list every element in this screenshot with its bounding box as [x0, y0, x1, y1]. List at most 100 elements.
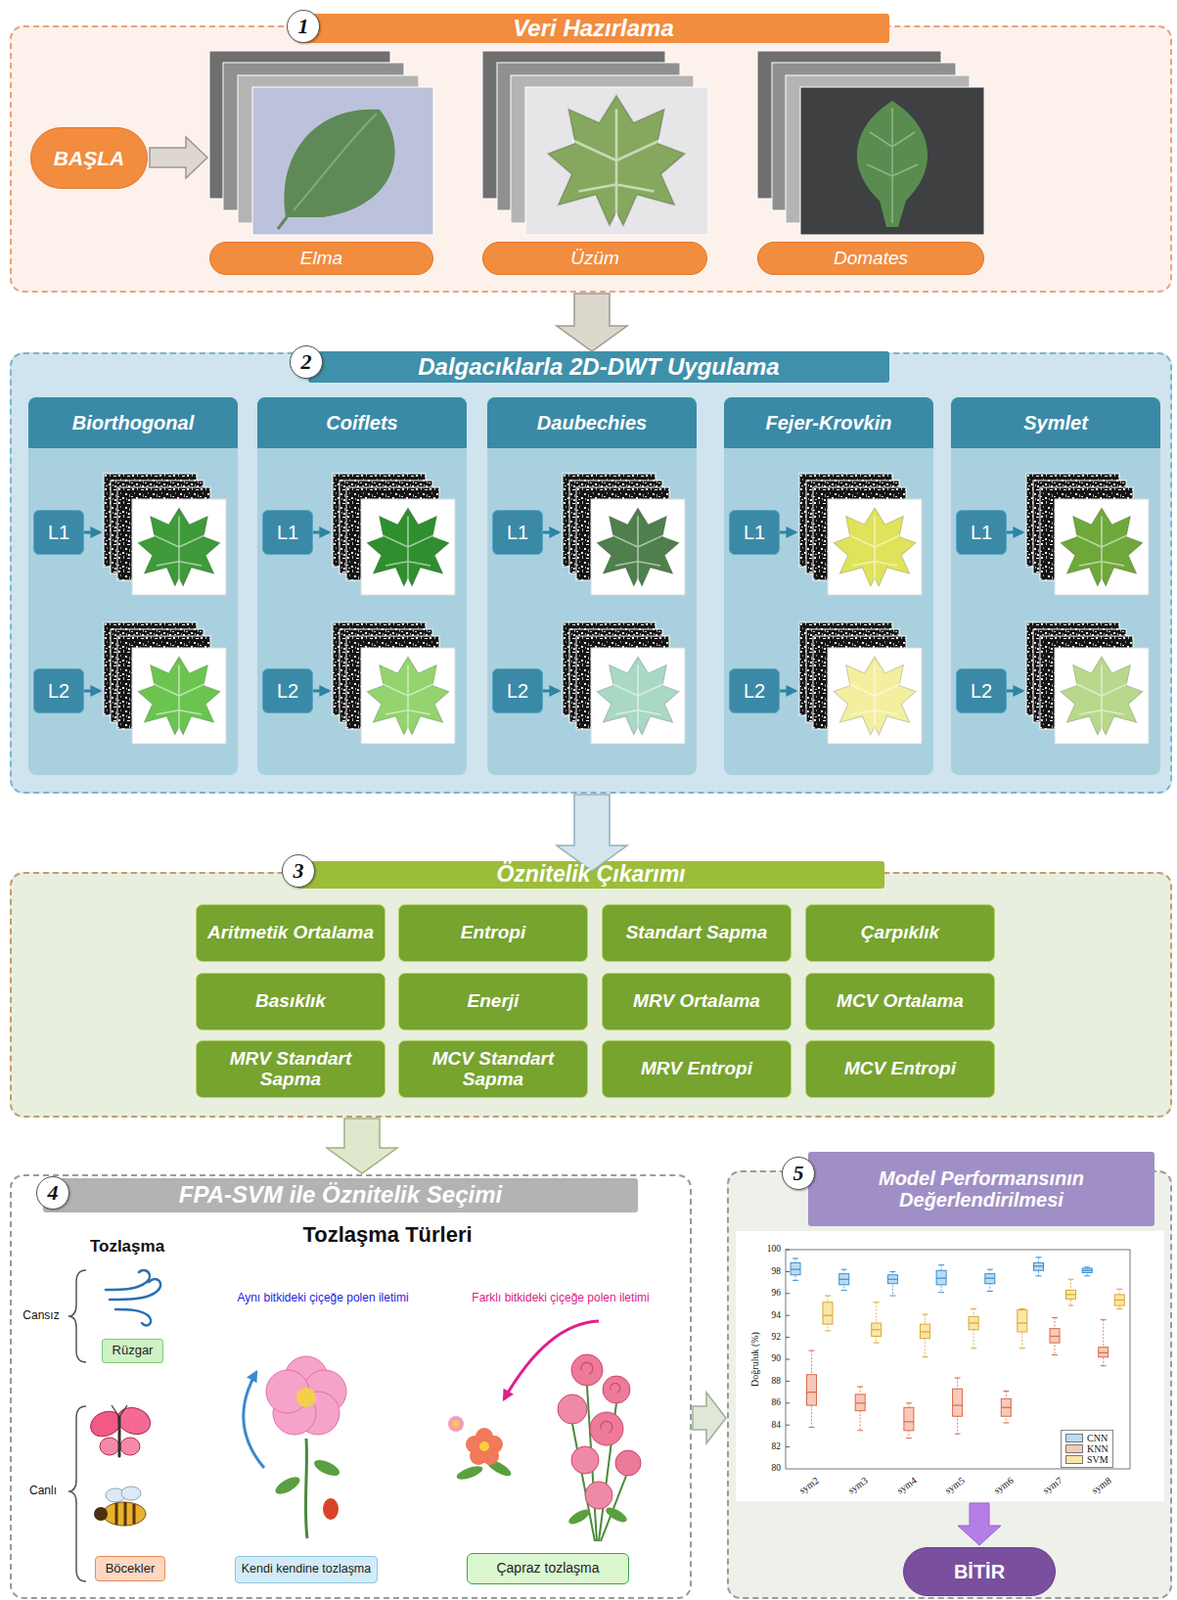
box-whisker: [871, 1302, 882, 1343]
step-number-text: 4: [47, 1180, 59, 1205]
category-pill: Elma: [209, 241, 434, 275]
category-pill: Üzüm: [482, 241, 708, 275]
feature-box: MRV Entropi: [601, 1040, 792, 1098]
box-whisker: [1066, 1289, 1077, 1299]
wavelet-images: [590, 647, 685, 744]
self-pollination-flower: [322, 1497, 339, 1520]
box-whisker: [889, 1270, 896, 1272]
wavelet-images: [596, 656, 680, 735]
cross-pollination-flowers: [585, 1481, 613, 1509]
tick-label: sym8: [1088, 1474, 1113, 1496]
box-whisker: [985, 1268, 996, 1291]
tick-label: 88: [771, 1375, 782, 1387]
box-text: L1: [47, 521, 70, 544]
cross-pollination-flowers: [615, 1449, 641, 1476]
box-whisker: [857, 1429, 863, 1431]
box-text: L2: [276, 679, 299, 702]
step-number-text: 3: [293, 859, 305, 883]
wavelet-images: [1006, 622, 1149, 744]
group-label: Cansız: [22, 1309, 59, 1323]
cross-pollination-flowers: [603, 1504, 630, 1526]
box-whisker: [1082, 1267, 1092, 1272]
wavelet-images: [84, 473, 227, 595]
box-whisker: [1116, 1288, 1123, 1290]
box-text: MRV Entropi: [640, 1058, 753, 1080]
box-whisker: [875, 1302, 877, 1343]
header-band: FPA-SVM ile Öznitelik Seçimi: [43, 1177, 638, 1213]
butterfly-icon: [120, 1437, 140, 1455]
box-whisker: [807, 1350, 817, 1427]
panel-title: Model Performansının Değerlendirilmesi: [815, 1167, 1147, 1211]
box-whisker: [921, 1356, 928, 1358]
box-whisker: [904, 1420, 914, 1422]
leaf-photo-stack: [857, 100, 928, 227]
wavelet-images: [1054, 647, 1149, 744]
level-box: L1: [955, 509, 1007, 555]
box-whisker: [938, 1264, 945, 1266]
box-whisker: [1082, 1267, 1092, 1276]
tick-label: 86: [771, 1397, 782, 1408]
box-whisker: [839, 1268, 850, 1290]
box-whisker: [807, 1374, 817, 1405]
self-pollination-flower: [312, 1456, 342, 1480]
box-text: Elma: [300, 248, 343, 270]
wavelet-images: [779, 531, 796, 535]
feature-box: Entropi: [398, 904, 589, 962]
box-text: MRV Standart Sapma: [201, 1048, 380, 1090]
wavelet-images: [84, 689, 100, 693]
wavelet-images: [827, 647, 922, 744]
axis-ticks: [785, 1314, 790, 1316]
level-box: L2: [33, 668, 85, 714]
box-text: MRV Ortalama: [633, 991, 761, 1012]
box-whisker: [1100, 1318, 1107, 1320]
column-title: Coiflets: [325, 411, 398, 434]
feature-box: Basıklık: [195, 972, 386, 1031]
step-number-text: 2: [301, 350, 313, 374]
feature-box: MRV Ortalama: [601, 972, 792, 1031]
box-whisker: [904, 1403, 914, 1439]
level-box: L1: [262, 509, 314, 555]
box-whisker: [1000, 1390, 1011, 1422]
box-text: L2: [970, 679, 993, 702]
header-band: Model Performansının Değerlendirilmesi: [808, 1151, 1155, 1226]
box-whisker: [1114, 1288, 1125, 1309]
cross-pollination-flowers: [566, 1506, 592, 1528]
feature-box: Enerji: [398, 972, 589, 1031]
tick-label: 82: [771, 1441, 782, 1452]
tick-label: 90: [771, 1353, 782, 1364]
tick-label: 98: [771, 1266, 782, 1277]
start-arrow: [149, 136, 208, 179]
wavelet-images: [779, 689, 796, 693]
box-text: L2: [47, 679, 70, 702]
box-whisker: [904, 1406, 914, 1431]
column-title: Daubechies: [537, 411, 647, 434]
box-whisker: [790, 1258, 801, 1280]
step-number-text: 5: [793, 1161, 805, 1185]
box-whisker: [987, 1290, 994, 1292]
axis-title: Doğruluk (%): [749, 1331, 762, 1387]
leaf-photo-stack: [547, 95, 685, 227]
wavelet-images: [313, 689, 329, 693]
tick-label: 84: [771, 1419, 782, 1431]
box-text: Aritmetik Ortalama: [207, 922, 374, 944]
box-whisker: [790, 1262, 801, 1274]
box-whisker: [841, 1268, 848, 1270]
feature-box: Aritmetik Ortalama: [195, 904, 386, 962]
box-whisker: [968, 1321, 979, 1323]
box-text: Basıklık: [255, 991, 326, 1012]
tick-label: 96: [771, 1287, 782, 1299]
wind-icon: [105, 1269, 161, 1326]
box-text: MCV Entropi: [844, 1058, 956, 1080]
box-whisker: [970, 1308, 977, 1310]
box-whisker: [1084, 1274, 1090, 1276]
cross-pollination-flowers: [589, 1411, 624, 1446]
box-whisker: [1098, 1347, 1109, 1358]
leaf-photo-stack: [800, 87, 985, 235]
level-box: L2: [955, 668, 1007, 714]
butterfly-icon: [86, 1403, 154, 1456]
category-box: Rüzgar: [101, 1338, 164, 1363]
flow-arrow: [556, 293, 628, 352]
box-whisker: [1051, 1316, 1058, 1318]
wavelet-images: [366, 507, 450, 587]
